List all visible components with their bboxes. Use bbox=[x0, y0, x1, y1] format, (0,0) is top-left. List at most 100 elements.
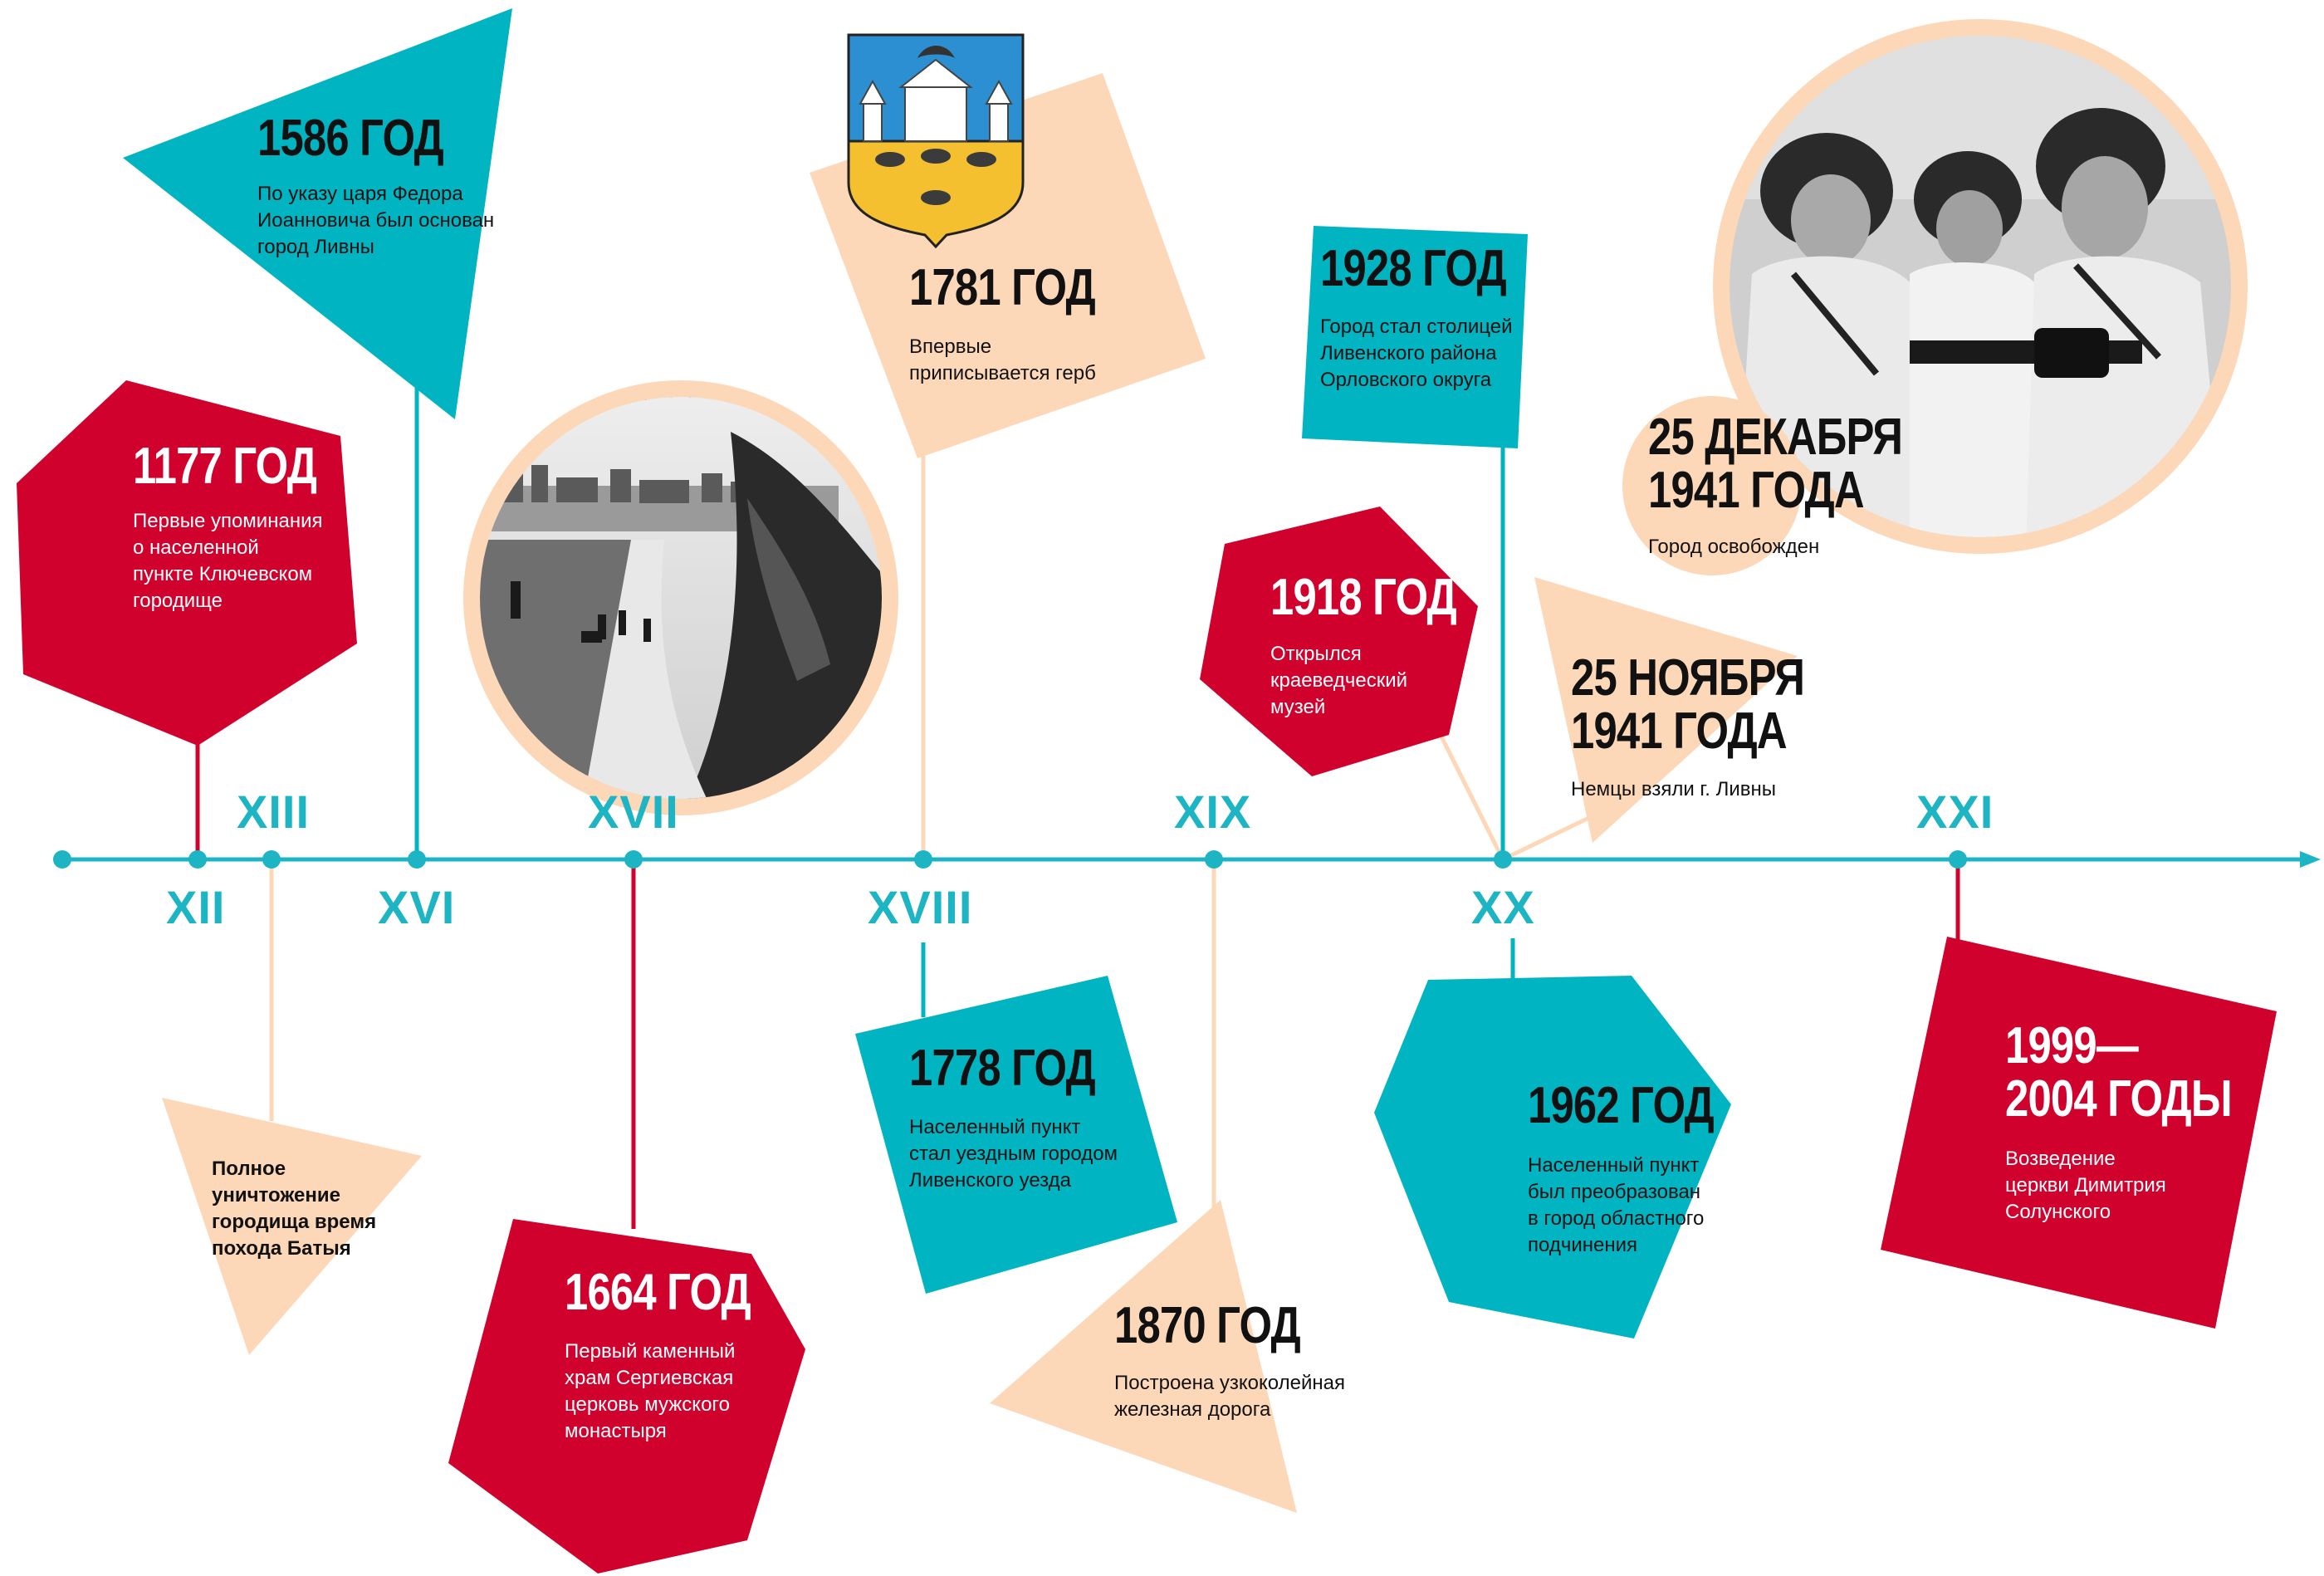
event-1962-desc-line: в город областного bbox=[1528, 1207, 1705, 1230]
event-1781-desc: Впервые приписывается герб bbox=[909, 334, 1096, 387]
axis-dot-20 bbox=[1494, 850, 1512, 869]
event-1962-desc-line: Населенный пункт bbox=[1528, 1154, 1700, 1177]
shape-1999-square bbox=[1881, 937, 2277, 1329]
event-1664-desc-line: монастыря bbox=[565, 1420, 667, 1442]
event-1928-desc-line: Орловского округа bbox=[1320, 369, 1492, 391]
century-label-xx: XX bbox=[1471, 881, 1535, 933]
event-1177-desc-line: о населенной bbox=[133, 536, 259, 559]
event-1586-desc: По указу царя Федора Иоанновича был осно… bbox=[257, 181, 494, 261]
event-1778-desc-line: Населенный пункт bbox=[909, 1116, 1081, 1138]
event-1928-desc-line: Город стал столицей bbox=[1320, 316, 1513, 338]
event-1928-year: 1928 ГОД bbox=[1320, 240, 1507, 297]
century-label-xvii: XVII bbox=[588, 786, 679, 838]
axis-dots bbox=[53, 850, 1967, 869]
century-label-xxi: XXI bbox=[1916, 786, 1994, 838]
event-1962-desc-line: подчинения bbox=[1528, 1234, 1637, 1256]
event-batu-desc: Полное уничтожение городища время похода… bbox=[212, 1156, 376, 1262]
town-photo-caption: съ Сергіевское bbox=[594, 381, 725, 401]
event-1999-desc-line: церкви Димитрия bbox=[2005, 1174, 2166, 1197]
event-1962-desc: Населенный пункт был преобразован в горо… bbox=[1528, 1153, 1704, 1259]
event-1664-desc-line: храм Сергиевская bbox=[565, 1367, 734, 1389]
century-label-xiii: XIII bbox=[237, 786, 311, 838]
event-1781-year: 1781 ГОД bbox=[909, 259, 1096, 316]
event-1999-year-line: 2004 ГОДЫ bbox=[2005, 1070, 2233, 1128]
event-1941nov-desc-line: Немцы взяли г. Ливны bbox=[1571, 778, 1776, 800]
event-batu-desc-line: похода Батыя bbox=[212, 1237, 351, 1260]
shape-1870-triangle bbox=[990, 1200, 1297, 1513]
shape-1664-hexagon bbox=[448, 1219, 805, 1574]
axis-dot-19 bbox=[1205, 850, 1223, 869]
event-1918-desc-line: Открылся bbox=[1270, 643, 1362, 665]
event-1586-desc-line: город Ливны bbox=[257, 236, 374, 258]
event-1870-desc-line: железная дорога bbox=[1114, 1398, 1271, 1421]
event-1999-year-line: 1999— bbox=[2005, 1017, 2139, 1074]
axis-arrow-head bbox=[2300, 851, 2321, 868]
century-label-xix: XIX bbox=[1174, 786, 1252, 838]
axis-dot-start bbox=[53, 850, 71, 869]
event-1918-year: 1918 ГОД bbox=[1270, 569, 1457, 626]
event-1999-desc-line: Солунского bbox=[2005, 1201, 2111, 1223]
shape-1177-hexagon bbox=[17, 380, 357, 746]
axis-dot-21 bbox=[1949, 850, 1967, 869]
event-1941nov-year: 25 НОЯБРЯ 1941 ГОДА bbox=[1571, 649, 1805, 760]
event-1999-year: 1999— 2004 ГОДЫ bbox=[2005, 1017, 2233, 1128]
event-1778-desc-line: стал уездным городом bbox=[909, 1143, 1118, 1165]
century-label-xviii: XVIII bbox=[868, 881, 973, 933]
event-1941dec-desc: Город освобожден bbox=[1648, 534, 1819, 560]
event-1781-desc-line: Впервые bbox=[909, 335, 992, 358]
event-1928-desc: Город стал столицей Ливенского района Ор… bbox=[1320, 314, 1513, 394]
event-1941nov-desc: Немцы взяли г. Ливны bbox=[1571, 776, 1776, 803]
event-batu-desc-line: Полное bbox=[212, 1158, 286, 1180]
event-1918-desc-line: музей bbox=[1270, 696, 1326, 718]
event-batu-desc-line: уничтожение bbox=[212, 1184, 340, 1206]
event-1918-desc-line: краеведческий bbox=[1270, 669, 1408, 692]
century-label-xii: XII bbox=[166, 881, 226, 933]
event-1941nov-year-line: 25 НОЯБРЯ bbox=[1571, 649, 1805, 707]
event-1941dec-desc-line: Город освобожден bbox=[1648, 536, 1820, 558]
event-1177-year: 1177 ГОД bbox=[133, 438, 317, 495]
event-1778-desc-line: Ливенского уезда bbox=[909, 1169, 1071, 1192]
town-photo: съ Сергіевское bbox=[463, 380, 898, 815]
event-1177-desc-line: пункте Ключевском bbox=[133, 563, 313, 585]
event-1962-desc-line: был преобразован bbox=[1528, 1181, 1701, 1203]
event-1781-desc-line: приписывается герб bbox=[909, 362, 1096, 384]
event-1870-year: 1870 ГОД bbox=[1114, 1297, 1301, 1354]
shape-1928-rect bbox=[1302, 226, 1528, 448]
event-1941dec-year-line: 25 ДЕКАБРЯ bbox=[1648, 409, 1903, 466]
century-label-xvi: XVI bbox=[378, 881, 456, 933]
soldiers-photo bbox=[1622, 19, 2248, 575]
event-1999-desc-line: Возведение bbox=[2005, 1148, 2116, 1170]
stem-1918 bbox=[1438, 733, 1505, 861]
axis-dot-18 bbox=[914, 850, 932, 869]
event-1999-desc: Возведение церкви Димитрия Солунского bbox=[2005, 1146, 2166, 1226]
event-1664-year: 1664 ГОД bbox=[565, 1264, 751, 1321]
event-1941nov-year-line: 1941 ГОДА bbox=[1571, 702, 1788, 760]
coat-of-arms bbox=[847, 33, 1025, 249]
event-1870-desc: Построена узкоколейная железная дорога bbox=[1114, 1370, 1345, 1423]
event-1870-desc-line: Построена узкоколейная bbox=[1114, 1372, 1345, 1394]
shape-batu-triangle bbox=[162, 1098, 422, 1355]
event-1664-desc-line: Первый каменный bbox=[565, 1340, 736, 1363]
event-1664-desc: Первый каменный храм Сергиевская церковь… bbox=[565, 1339, 735, 1445]
event-1586-year: 1586 ГОД bbox=[257, 110, 444, 167]
event-1918-desc: Открылся краеведческий музей bbox=[1270, 641, 1407, 721]
event-1177-desc-line: Первые упоминания bbox=[133, 510, 323, 532]
event-1664-desc-line: церковь мужского bbox=[565, 1393, 730, 1416]
event-1778-desc: Населенный пункт стал уездным городом Ли… bbox=[909, 1114, 1118, 1194]
event-1586-desc-line: Иоанновича был основан bbox=[257, 209, 495, 232]
axis-dot-12 bbox=[188, 850, 207, 869]
event-batu-desc-line: городища время bbox=[212, 1211, 377, 1233]
axis-dot-16 bbox=[408, 850, 426, 869]
shape-1962-hexagon bbox=[1374, 976, 1731, 1339]
shape-1918-hexagon bbox=[1200, 507, 1478, 776]
axis-dot-13 bbox=[262, 850, 281, 869]
event-1941dec-year-line: 1941 ГОДА bbox=[1648, 462, 1865, 519]
event-1778-year: 1778 ГОД bbox=[909, 1040, 1096, 1097]
event-1928-desc-line: Ливенского района bbox=[1320, 342, 1497, 365]
axis-dot-17 bbox=[624, 850, 643, 869]
event-1177-desc: Первые упоминания о населенной пункте Кл… bbox=[133, 508, 322, 614]
shape-1778-square bbox=[855, 976, 1177, 1294]
shape-1941nov-triangle bbox=[1534, 577, 1798, 843]
